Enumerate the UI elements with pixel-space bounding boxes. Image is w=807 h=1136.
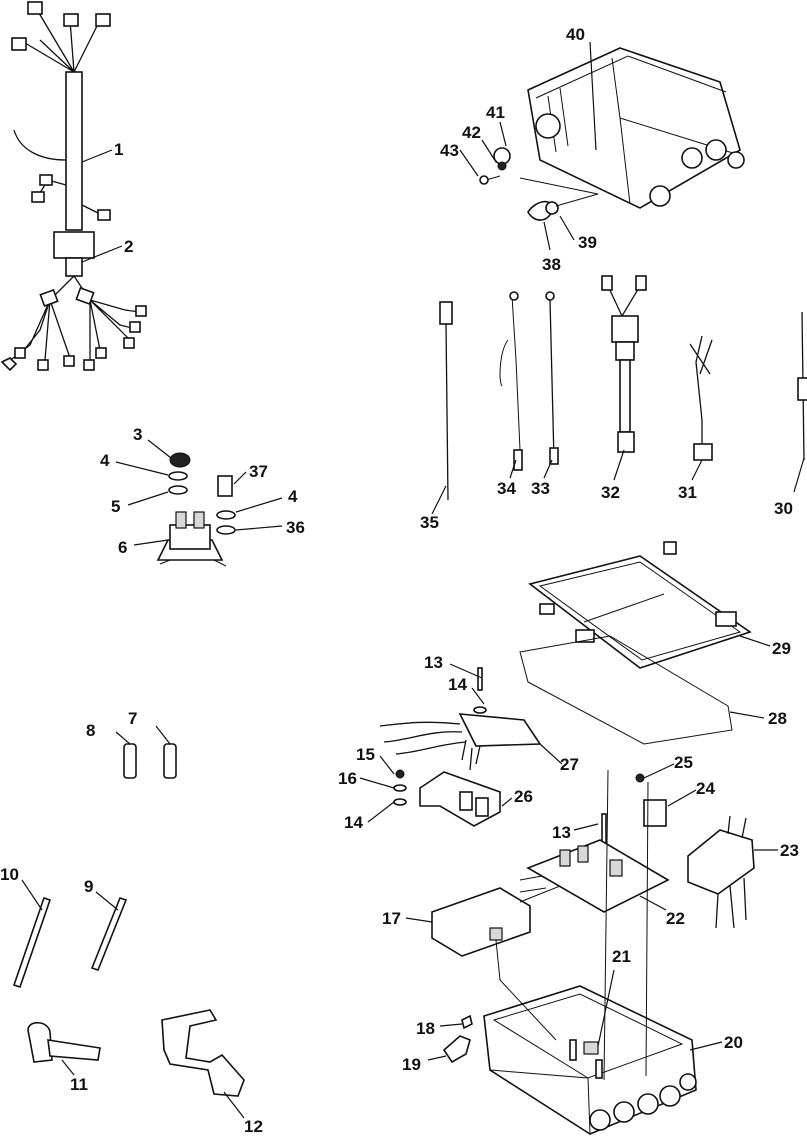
callout-2: 2 — [124, 237, 133, 256]
callout-10: 10 — [0, 865, 19, 884]
callout-9: 9 — [84, 877, 93, 896]
callout-16: 16 — [338, 769, 357, 788]
callout-11: 11 — [70, 1075, 88, 1094]
callout-26: 26 — [514, 787, 533, 806]
callout-3: 3 — [133, 425, 142, 444]
callout-41: 41 — [486, 103, 505, 122]
callout-31: 31 — [678, 483, 697, 502]
callout-8: 8 — [86, 721, 95, 740]
callout-4b: 4 — [288, 487, 298, 506]
callout-25: 25 — [674, 753, 693, 772]
boot-and-bracket: 11 12 — [27, 1009, 263, 1136]
base-housing: 18 19 21 20 — [402, 769, 743, 1135]
callout-37: 37 — [249, 462, 268, 481]
callout-1: 1 — [114, 140, 123, 159]
callout-7: 7 — [128, 709, 137, 728]
callout-40: 40 — [566, 25, 585, 44]
callout-30: 30 — [774, 499, 793, 518]
callout-39: 39 — [578, 233, 597, 252]
callout-36: 36 — [286, 518, 305, 537]
cable-ties: 10 9 — [0, 865, 128, 989]
callout-14a: 14 — [448, 675, 467, 694]
ecm-module: 40 41 42 43 38 39 — [440, 25, 745, 274]
internal-components: 13 14 27 15 16 14 26 13 25 24 23 22 17 — [338, 653, 799, 957]
callout-13b: 13 — [552, 823, 571, 842]
callout-15: 15 — [356, 745, 375, 764]
cover-and-gasket: 29 28 — [519, 541, 791, 745]
callout-21: 21 — [612, 947, 631, 966]
callout-28: 28 — [768, 709, 787, 728]
solenoid-assembly: 3 4 5 6 37 4 36 — [100, 425, 305, 567]
fuses: 8 7 — [86, 709, 177, 779]
callout-20: 20 — [724, 1033, 743, 1052]
callout-43: 43 — [440, 141, 459, 160]
callout-32: 32 — [601, 483, 620, 502]
callout-4a: 4 — [100, 451, 110, 470]
callout-35: 35 — [420, 513, 439, 532]
wiring-harness: 1 2 — [0, 1, 147, 372]
callout-17: 17 — [382, 909, 401, 928]
callout-34: 34 — [497, 479, 516, 498]
callout-12: 12 — [244, 1117, 263, 1136]
callout-23: 23 — [780, 841, 799, 860]
callout-29: 29 — [772, 639, 791, 658]
callout-38: 38 — [542, 255, 561, 274]
callout-6: 6 — [118, 538, 127, 557]
callout-22: 22 — [666, 909, 685, 928]
callout-42: 42 — [462, 123, 481, 142]
callout-24: 24 — [696, 779, 715, 798]
callout-13a: 13 — [424, 653, 443, 672]
callout-18: 18 — [416, 1019, 435, 1038]
callout-33: 33 — [531, 479, 550, 498]
callout-14b: 14 — [344, 813, 363, 832]
cable-set: 35 34 33 32 31 30 — [420, 275, 807, 532]
callout-19: 19 — [402, 1055, 421, 1074]
callout-5: 5 — [111, 497, 120, 516]
callout-27: 27 — [560, 755, 579, 774]
